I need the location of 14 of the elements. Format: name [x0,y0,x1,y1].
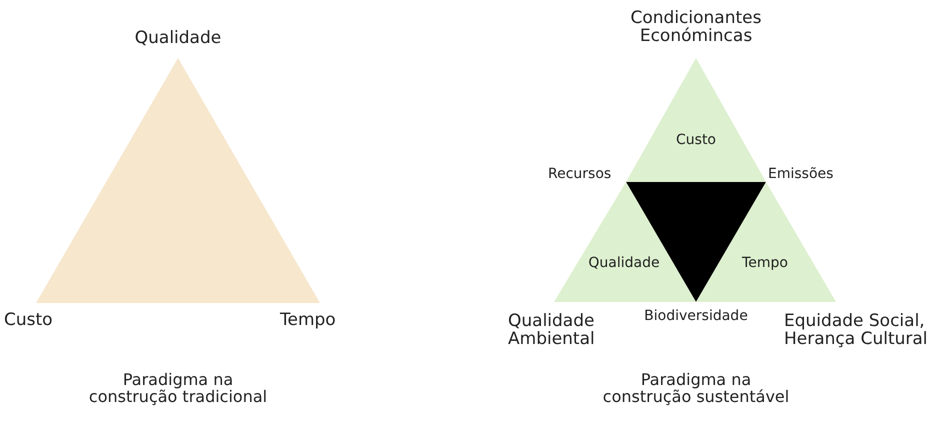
vertex-label: Qualidade Ambiental [508,313,596,349]
vertex-label: Tempo [280,312,337,330]
caption: Paradigma na construção sustentável [602,372,790,406]
vertex-label: Condicionantes Económincas [630,10,762,46]
node-label: Tempo [742,255,788,271]
point-label: Emissões [768,167,834,182]
node-label: Custo [676,132,716,148]
point-label: Biodiversidade [643,309,749,324]
point-label: Recursos [548,167,612,182]
vertex-label: Qualidade [134,30,222,48]
vertex-label: Equidade Social, Herança Cultural [784,313,929,349]
caption: Paradigma na construção tradicional [88,372,268,406]
node-label: Qualidade [588,255,660,271]
vertex-label: Custo [4,312,54,330]
